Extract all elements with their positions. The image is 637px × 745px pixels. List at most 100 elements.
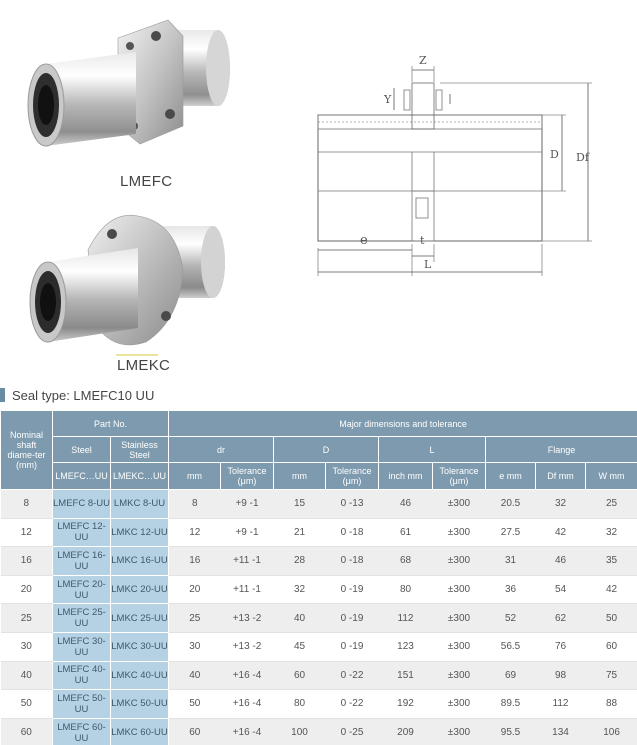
cell-D-tolerance: 0 -13 <box>325 489 379 519</box>
cell-e: 36 <box>485 575 536 605</box>
dim-e: e <box>360 233 368 248</box>
cell-L-tolerance: ±300 <box>432 689 486 719</box>
seal-type-heading: Seal type: LMEFC10 UU <box>0 388 154 403</box>
lower-flange-hub <box>411 190 435 242</box>
cell-e: 20.5 <box>485 489 536 519</box>
cell-D-tolerance: 0 -25 <box>325 718 379 745</box>
header-D-mm: mm <box>273 462 327 490</box>
cell-dr-tolerance: +9 -1 <box>220 489 274 519</box>
dimension-drawing: Z Y D Df e t L <box>317 54 592 276</box>
cell-L: 61 <box>378 518 433 548</box>
cell-df: 32 <box>535 489 586 519</box>
cell-stainless-part: LMKC 20-UU <box>109 575 170 605</box>
cell-L: 209 <box>378 718 433 745</box>
cell-steel-part: LMEFC 60-UU <box>52 718 111 745</box>
header-dr-tolerance: Tolerance (μm) <box>220 462 275 490</box>
cell-stainless-part: LMKC 12-UU <box>109 518 170 548</box>
cell-nominal: 8 <box>0 489 53 519</box>
cell-nominal: 20 <box>0 575 53 605</box>
dim-d: D <box>550 148 559 161</box>
cell-stainless-part: LMKC 60-UU <box>109 718 170 745</box>
cell-steel-part: LMEFC 25-UU <box>52 603 111 633</box>
cell-df: 54 <box>535 575 586 605</box>
cell-D-tolerance: 0 -19 <box>325 603 379 633</box>
cell-df: 62 <box>535 603 586 633</box>
cell-stainless-part: LMKC 16-UU <box>109 546 170 576</box>
cell-e: 89.5 <box>485 689 536 719</box>
cell-D: 45 <box>273 632 326 662</box>
cell-w: 106 <box>585 718 637 745</box>
cell-w: 42 <box>585 575 637 605</box>
cell-e: 52 <box>485 603 536 633</box>
cell-L: 112 <box>378 603 433 633</box>
header-e-mm: e mm <box>485 462 537 490</box>
cell-df: 42 <box>535 518 586 548</box>
cell-w: 35 <box>585 546 637 576</box>
header-dr-mm: mm <box>168 462 222 490</box>
cell-dr-tolerance: +13 -2 <box>220 603 274 633</box>
section-marker <box>0 388 5 402</box>
cell-D-tolerance: 0 -18 <box>325 518 379 548</box>
cell-dr: 20 <box>168 575 221 605</box>
lmekc-bearing-image <box>29 214 225 346</box>
cell-L-tolerance: ±300 <box>432 632 486 662</box>
cell-dr: 30 <box>168 632 221 662</box>
cell-L: 192 <box>378 689 433 719</box>
cell-dr-tolerance: +16 -4 <box>220 661 274 691</box>
header-L-tolerance: Tolerance (μm) <box>432 462 487 490</box>
cell-steel-part: LMEFC 50-UU <box>52 689 111 719</box>
header-w-mm: W mm <box>585 462 637 490</box>
cell-stainless-part: LMKC 50-UU <box>109 689 170 719</box>
lmekc-label-underline <box>116 354 158 356</box>
header-D-tolerance: Tolerance (μm) <box>325 462 380 490</box>
cell-df: 76 <box>535 632 586 662</box>
cell-L-tolerance: ±300 <box>432 603 486 633</box>
cell-L: 68 <box>378 546 433 576</box>
cell-stainless-part: LMKC 40-UU <box>109 661 170 691</box>
cell-D: 60 <box>273 661 326 691</box>
cell-steel-part: LMEFC 20-UU <box>52 575 111 605</box>
cell-D: 32 <box>273 575 326 605</box>
cell-w: 88 <box>585 689 637 719</box>
cell-D: 15 <box>273 489 326 519</box>
cell-steel-part: LMEFC 8-UU <box>52 489 111 519</box>
cell-D: 40 <box>273 603 326 633</box>
cell-L: 46 <box>378 489 433 519</box>
cell-dr: 40 <box>168 661 221 691</box>
header-flange: Flange <box>485 436 637 463</box>
dim-z: Z <box>419 54 427 67</box>
cell-D-tolerance: 0 -22 <box>325 661 379 691</box>
cell-w: 75 <box>585 661 637 691</box>
cell-dr: 8 <box>168 489 221 519</box>
cell-D: 21 <box>273 518 326 548</box>
cell-w: 50 <box>585 603 637 633</box>
header-major: Major dimensions and tolerance <box>168 410 637 437</box>
cell-L-tolerance: ±300 <box>432 661 486 691</box>
cell-nominal: 25 <box>0 603 53 633</box>
cell-dr-tolerance: +11 -1 <box>220 575 274 605</box>
cell-D: 28 <box>273 546 326 576</box>
cell-dr-tolerance: +13 -2 <box>220 632 274 662</box>
cell-nominal: 60 <box>0 718 53 745</box>
cell-L: 123 <box>378 632 433 662</box>
cell-D: 80 <box>273 689 326 719</box>
cell-L: 80 <box>378 575 433 605</box>
cell-nominal: 12 <box>0 518 53 548</box>
header-steel: Steel <box>52 436 111 463</box>
cell-L-tolerance: ±300 <box>432 518 486 548</box>
spec-table: Nominal shaft diame-ter (mm) Part No. Ma… <box>0 410 637 745</box>
cell-D-tolerance: 0 -22 <box>325 689 379 719</box>
cell-w: 25 <box>585 489 637 519</box>
cell-L: 151 <box>378 661 433 691</box>
header-L: L <box>378 436 487 463</box>
cell-e: 95.5 <box>485 718 536 745</box>
cell-e: 69 <box>485 661 536 691</box>
header-steel-code: LMEFC…UU <box>52 462 111 490</box>
cell-dr: 60 <box>168 718 221 745</box>
cell-dr: 25 <box>168 603 221 633</box>
